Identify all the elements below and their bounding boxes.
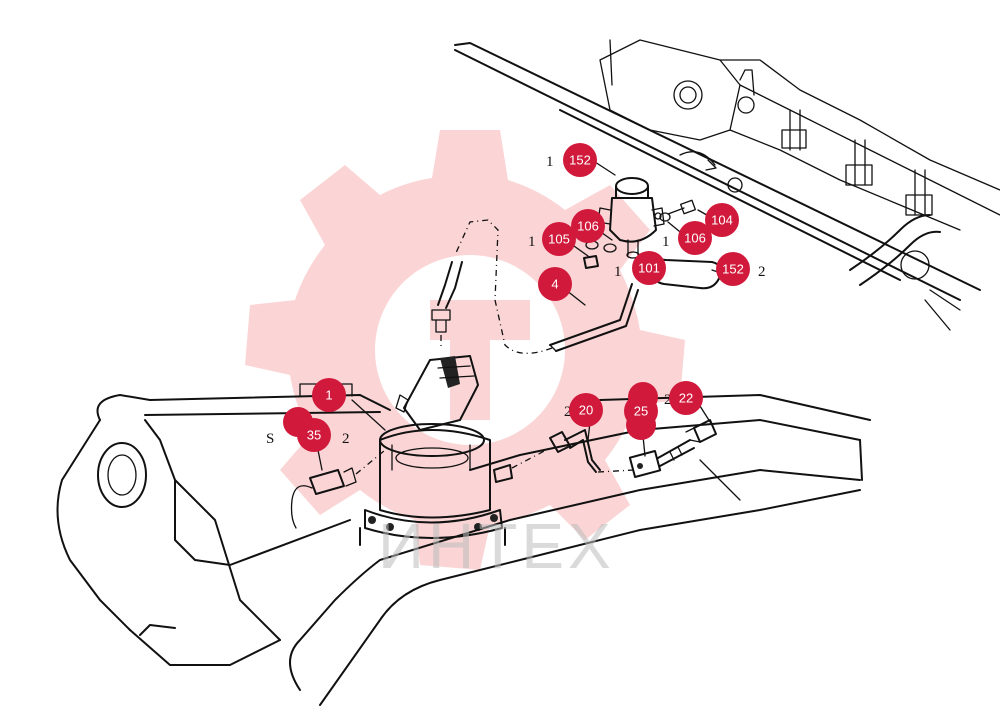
bolt bbox=[659, 199, 696, 222]
svg-text:20: 20 bbox=[579, 403, 593, 418]
qty-152a: 1 bbox=[546, 154, 554, 170]
svg-text:35: 35 bbox=[307, 428, 321, 443]
qty-106b: 1 bbox=[662, 234, 670, 250]
reservoir-tank bbox=[597, 177, 665, 259]
callouts: 152 106 105 104 106 101 152 4 bbox=[283, 143, 750, 452]
callout-1[interactable]: 1 bbox=[312, 378, 346, 412]
callout-106-right[interactable]: 106 bbox=[678, 221, 712, 255]
svg-text:105: 105 bbox=[548, 232, 570, 247]
svg-text:101: 101 bbox=[638, 261, 660, 276]
qty-20: 2 bbox=[564, 404, 572, 420]
hose-elbow bbox=[431, 261, 463, 350]
motor-fitting bbox=[493, 447, 551, 483]
svg-text:4: 4 bbox=[551, 277, 558, 292]
svg-text:106: 106 bbox=[577, 219, 599, 234]
callout-25[interactable]: 25 bbox=[624, 382, 658, 440]
tee-block bbox=[628, 439, 695, 479]
callout-35[interactable]: 35 bbox=[283, 407, 331, 452]
callout-4[interactable]: 4 bbox=[538, 267, 572, 301]
qty-35: 2 bbox=[342, 431, 350, 447]
callout-104[interactable]: 104 bbox=[705, 203, 739, 237]
callout-22[interactable]: 22 bbox=[669, 381, 703, 415]
engine-assembly bbox=[454, 39, 1000, 331]
svg-text:25: 25 bbox=[634, 404, 648, 419]
callout-105[interactable]: 105 bbox=[542, 222, 576, 256]
qty-35-prefix: S bbox=[266, 431, 274, 447]
watermark-gear-icon bbox=[245, 130, 685, 570]
adapter-fitting bbox=[685, 419, 717, 443]
qty-22: 2 bbox=[664, 392, 672, 408]
sensor bbox=[290, 445, 391, 529]
qty-105: 1 bbox=[528, 234, 536, 250]
callout-152-right[interactable]: 152 bbox=[716, 252, 750, 286]
svg-text:1: 1 bbox=[325, 388, 332, 403]
callout-152-top[interactable]: 152 bbox=[563, 143, 597, 177]
quantity-labels: 1 1 1 1 2 S 2 2 2 bbox=[266, 154, 766, 447]
watermark-text: ИНТЕХ bbox=[378, 510, 615, 582]
swing-motor bbox=[359, 355, 506, 546]
svg-text:104: 104 bbox=[711, 213, 733, 228]
svg-text:152: 152 bbox=[722, 262, 744, 277]
callout-20[interactable]: 20 bbox=[569, 393, 603, 427]
svg-text:106: 106 bbox=[684, 231, 706, 246]
qty-101: 1 bbox=[614, 264, 622, 280]
svg-text:22: 22 bbox=[679, 391, 693, 406]
callout-106-left[interactable]: 106 bbox=[571, 209, 605, 243]
callout-101[interactable]: 101 bbox=[632, 251, 666, 285]
svg-text:152: 152 bbox=[569, 153, 591, 168]
pipe bbox=[549, 283, 639, 352]
qty-152b: 2 bbox=[758, 264, 766, 280]
